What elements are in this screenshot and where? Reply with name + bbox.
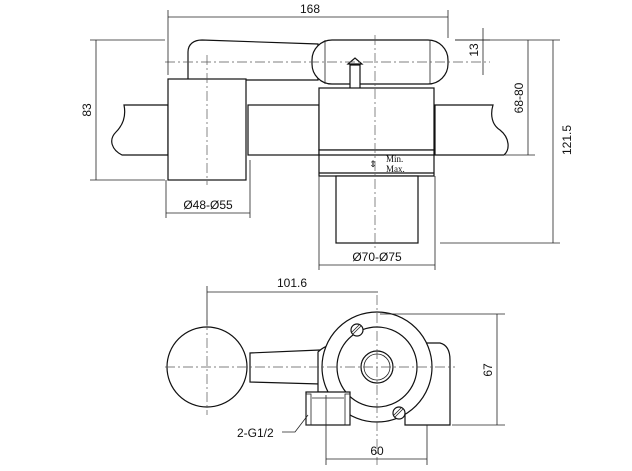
dim-large-hole: Ø70-Ø75 bbox=[352, 250, 402, 264]
dim-68-80: 68-80 bbox=[512, 82, 526, 113]
thread-fitting bbox=[305, 391, 351, 426]
dimension-lines-top bbox=[90, 10, 560, 270]
dim-83: 83 bbox=[80, 103, 94, 117]
dim-60: 60 bbox=[370, 444, 384, 458]
dim-121-5: 121.5 bbox=[560, 125, 574, 155]
min-max-arrows-icon: ⇕ bbox=[369, 159, 377, 169]
dim-67: 67 bbox=[481, 363, 495, 377]
dimension-lines-bottom bbox=[206, 286, 505, 465]
plan-view bbox=[165, 295, 455, 465]
thread-label: 2-G1/2 bbox=[237, 426, 274, 440]
max-label: Max. bbox=[386, 164, 405, 174]
screw-icon bbox=[350, 323, 364, 337]
dim-101-6: 101.6 bbox=[277, 276, 307, 290]
screw-icon bbox=[392, 406, 406, 420]
center-lines-top bbox=[165, 35, 490, 250]
dim-168: 168 bbox=[300, 2, 320, 16]
min-label: Min. bbox=[386, 154, 403, 164]
dim-small-hole: Ø48-Ø55 bbox=[183, 198, 233, 212]
dim-13: 13 bbox=[467, 43, 481, 57]
main-body bbox=[318, 87, 435, 244]
